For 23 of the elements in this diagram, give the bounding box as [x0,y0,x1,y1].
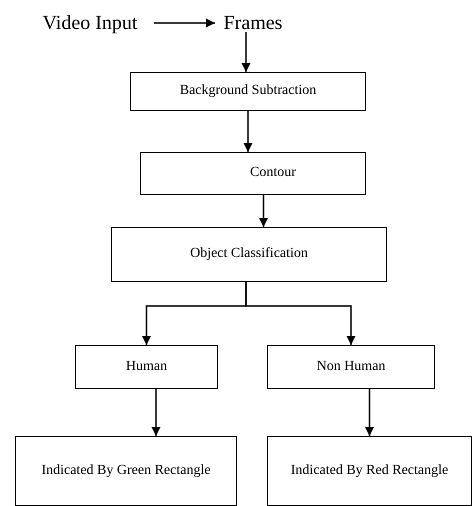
box-label: Indicated By Green Rectangle [40,462,212,480]
arrow [154,18,215,28]
arrow [152,389,160,436]
process-box [267,436,472,506]
box-label: Background Subtraction [178,83,318,100]
process-box [130,72,366,111]
flow-label: Frames [224,11,282,35]
box-label: Object Classification [189,246,309,263]
arrow [242,32,250,72]
process-box [140,152,366,195]
process-box [15,436,237,506]
flow-label: Video Input [42,11,138,35]
process-box [111,227,387,282]
arrow [245,282,356,345]
box-label: Contour [249,165,297,182]
box-label: Human [124,358,168,376]
arrow [259,195,268,227]
box-label: Indicated By Red Rectangle [290,462,450,480]
process-box [267,345,435,389]
arrow [365,389,374,436]
box-label: Non Human [316,358,386,376]
arrow [244,111,252,152]
process-box [75,345,218,389]
